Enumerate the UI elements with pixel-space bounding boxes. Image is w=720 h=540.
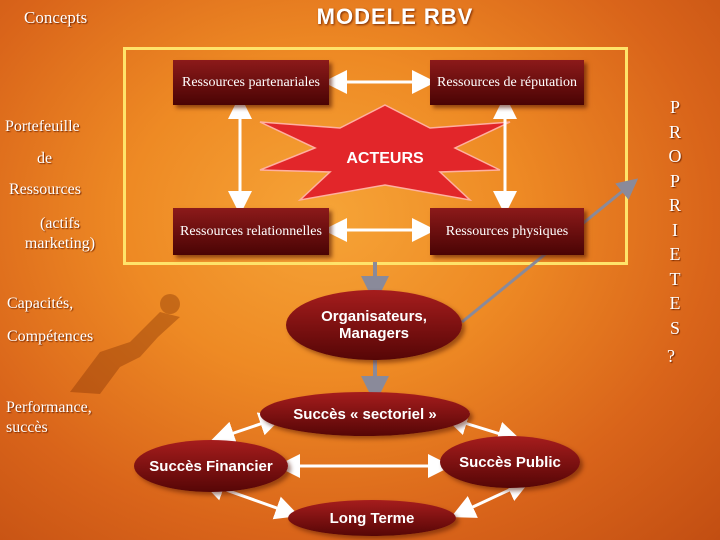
letter: R: [668, 195, 681, 215]
oval-long-terme: Long Terme: [288, 500, 456, 536]
letter: T: [669, 268, 681, 289]
page-title: MODELE RBV: [316, 4, 474, 29]
oval-succes-sectoriel: Succès « sectoriel »: [260, 392, 470, 436]
letter: E: [669, 244, 681, 264]
label-ressources: Ressources: [9, 181, 81, 198]
label-performance: Performance, succès: [6, 399, 92, 436]
oval-organisateurs: Organisateurs, Managers: [286, 290, 462, 360]
letter: O: [668, 146, 682, 166]
oval-succes-public: Succès Public: [440, 436, 580, 488]
letter: S: [669, 317, 680, 338]
letter: I: [672, 219, 678, 240]
letter: P: [669, 97, 680, 117]
letter: E: [669, 293, 681, 313]
label-portefeuille: Portefeuille: [5, 118, 80, 135]
question-mark: ?: [667, 346, 675, 366]
acteurs-star: [259, 104, 511, 202]
oval-succes-financier: Succès Financier: [134, 440, 288, 492]
letter: R: [668, 121, 681, 142]
box-ressources-reputation: Ressources de réputation: [430, 60, 584, 105]
box-ressources-relationnelles: Ressources relationnelles: [173, 208, 329, 255]
box-ressources-partenariales: Ressources partenariales: [173, 60, 329, 105]
proprietes-vertical-text: P R O P R I E T E S: [652, 95, 698, 340]
label-actifs-marketing: (actifs marketing): [24, 215, 96, 252]
acteurs-label: ACTEURS: [346, 150, 424, 167]
runner-figure: [70, 294, 180, 394]
label-capacites: Capacités,: [7, 295, 74, 312]
letter: P: [669, 170, 680, 191]
box-ressources-physiques: Ressources physiques: [430, 208, 584, 255]
label-competences: Compétences: [7, 328, 94, 345]
label-de: de: [37, 150, 53, 167]
concepts-label: Concepts: [24, 8, 88, 27]
